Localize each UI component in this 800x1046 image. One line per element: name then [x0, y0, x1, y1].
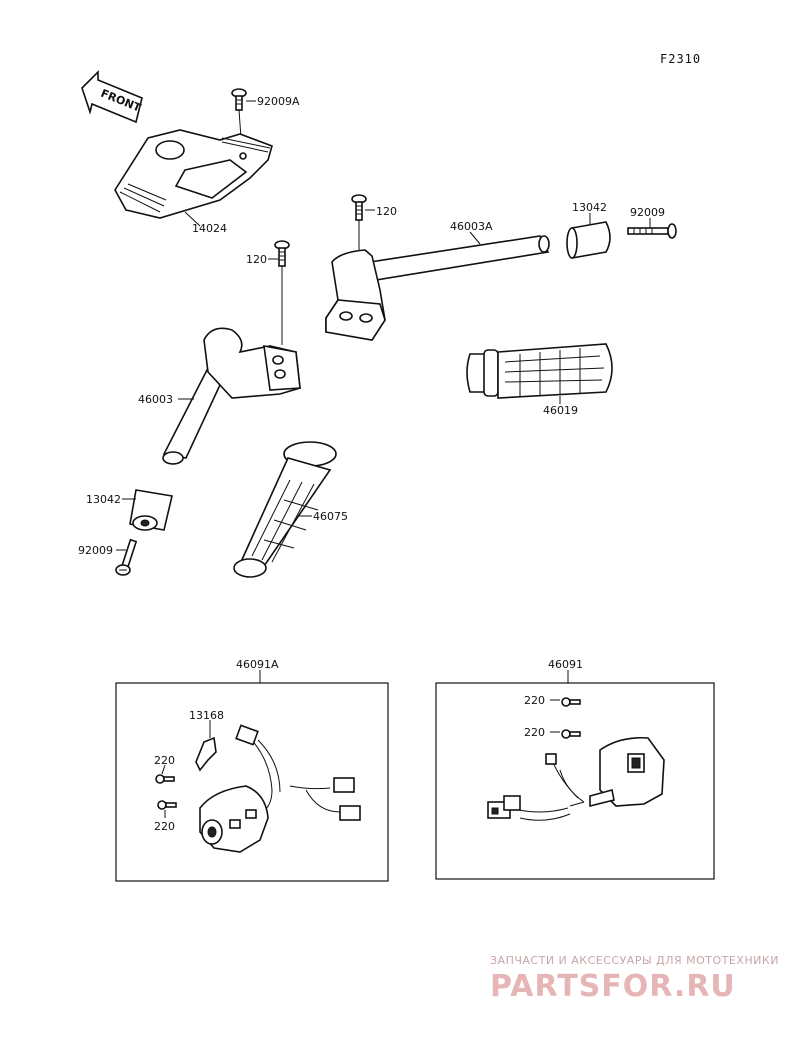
screw-220-d — [561, 729, 581, 739]
screw-92009-right — [627, 223, 677, 239]
label-46003: 46003 — [138, 393, 173, 406]
label-220-c: 220 — [524, 694, 545, 707]
bolt-120-left — [274, 240, 290, 345]
watermark-tagline: ЗАПЧАСТИ И АКСЕССУАРЫ ДЛЯ МОТОТЕХНИКИ — [490, 954, 779, 967]
screw-220-a — [155, 774, 175, 784]
bar-end-weight-right — [566, 221, 611, 259]
label-220-b: 220 — [154, 820, 175, 833]
grip-46075 — [233, 441, 337, 578]
label-46075: 46075 — [313, 510, 348, 523]
screw-220-b — [157, 800, 177, 810]
handlebar-46003 — [162, 327, 301, 465]
label-46019: 46019 — [543, 404, 578, 417]
figure-code: F2310 — [660, 52, 701, 66]
label-14024: 14024 — [192, 222, 227, 235]
handlebar-46003a — [325, 235, 550, 341]
bracket-cover-14024 — [114, 129, 273, 219]
screw-92009a — [231, 88, 247, 153]
label-120-right: 120 — [376, 205, 397, 218]
label-13042-left: 13042 — [86, 493, 121, 506]
label-220-a: 220 — [154, 754, 175, 767]
bar-end-weight-left — [129, 489, 173, 531]
label-13168: 13168 — [189, 709, 224, 722]
watermark-logo: PARTSFOR.RU — [490, 969, 736, 1004]
switch-box-left — [115, 682, 389, 882]
switch-assembly-46091a — [195, 724, 361, 853]
screw-220-c — [561, 697, 581, 707]
label-92009-right: 92009 — [630, 206, 665, 219]
switch-assembly-46091 — [487, 736, 665, 821]
label-92009-left: 92009 — [78, 544, 113, 557]
label-13042-right: 13042 — [572, 201, 607, 214]
label-220-d: 220 — [524, 726, 545, 739]
switch-box-right — [435, 682, 715, 880]
screw-92009-left — [115, 538, 138, 576]
label-92009a: 92009A — [257, 95, 300, 108]
grip-46019 — [466, 343, 613, 399]
label-46003a: 46003A — [450, 220, 493, 233]
label-46091a: 46091A — [236, 658, 279, 671]
label-46091: 46091 — [548, 658, 583, 671]
front-arrow-icon: FRONT — [81, 70, 143, 124]
label-120-left: 120 — [246, 253, 267, 266]
